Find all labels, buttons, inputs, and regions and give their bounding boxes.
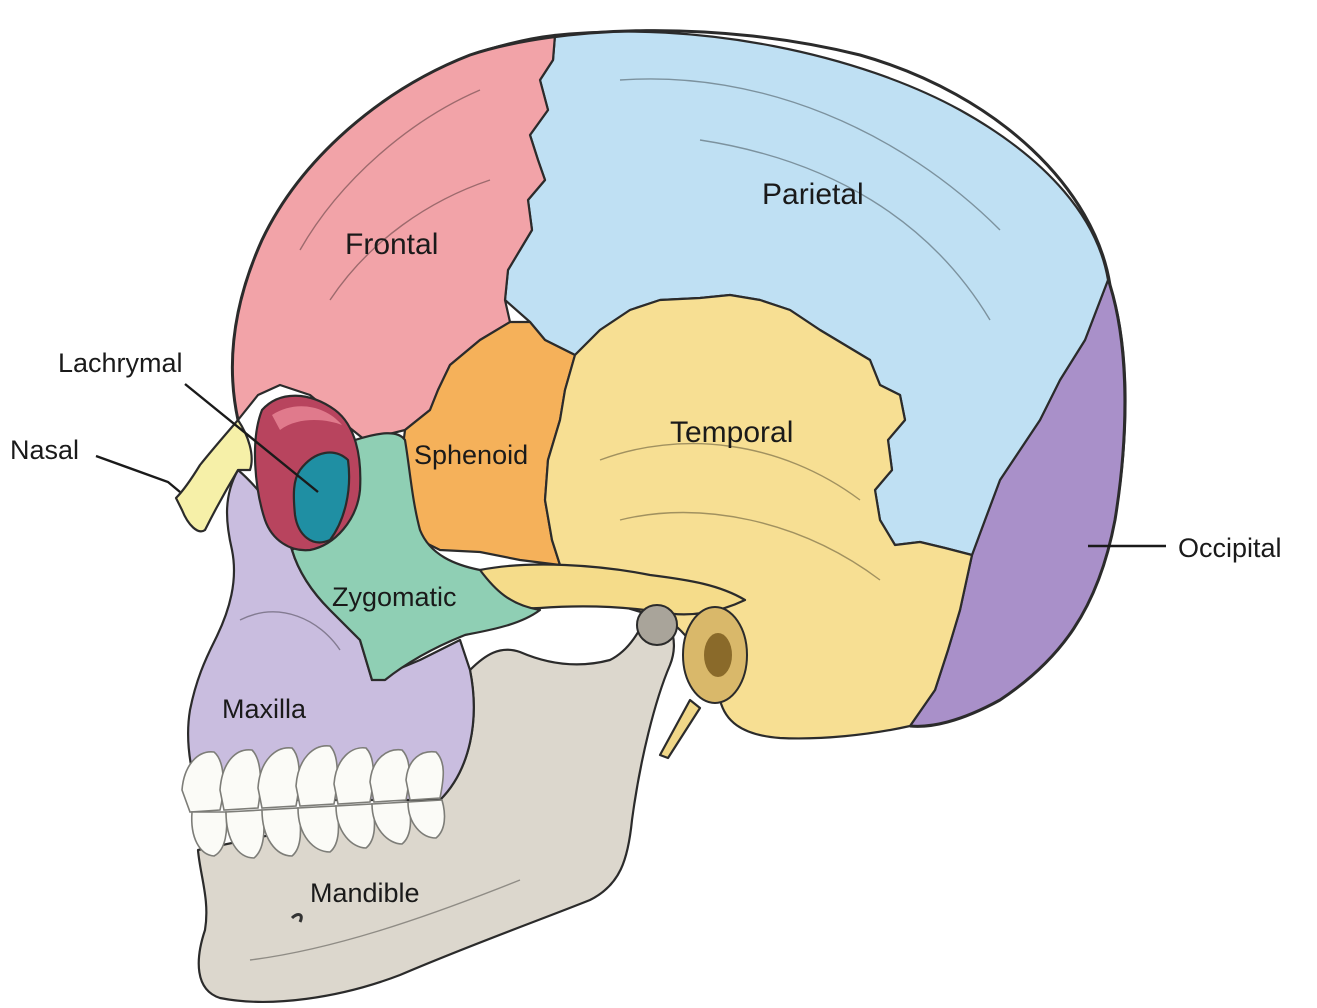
label-sphenoid: Sphenoid: [414, 440, 528, 470]
label-zygomatic: Zygomatic: [332, 582, 457, 612]
styloid-process: [660, 700, 700, 758]
condyle: [637, 605, 677, 645]
label-temporal: Temporal: [670, 416, 793, 449]
label-mandible: Mandible: [310, 878, 420, 908]
label-occipital: Occipital: [1178, 533, 1282, 563]
label-frontal: Frontal: [345, 228, 438, 261]
nasal-leader: [96, 456, 180, 492]
label-lachrymal: Lachrymal: [58, 348, 183, 378]
label-maxilla: Maxilla: [222, 694, 307, 724]
label-parietal: Parietal: [762, 178, 864, 211]
teeth: [182, 746, 444, 858]
label-nasal: Nasal: [10, 435, 79, 465]
